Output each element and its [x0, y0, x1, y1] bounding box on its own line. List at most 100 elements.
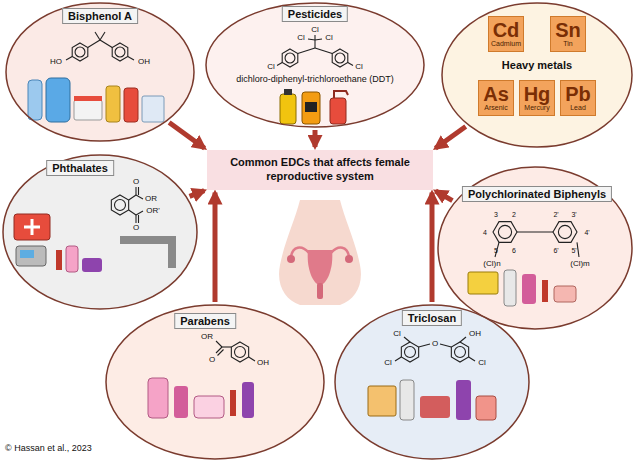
ellipse-fill — [6, 3, 194, 141]
atom-label: OR — [201, 333, 213, 341]
spray-bottle — [330, 98, 346, 124]
atom-label: HO — [50, 58, 62, 66]
benzene-ring — [401, 342, 418, 362]
bond-line — [404, 337, 410, 342]
spray-nozzle — [334, 91, 348, 98]
aromatic-circle — [115, 200, 126, 211]
bond-line — [249, 357, 255, 361]
aromatic-circle — [335, 53, 345, 63]
lipstick — [230, 390, 236, 416]
body-illustration — [279, 200, 361, 305]
element-tile: CdCadmium — [488, 16, 524, 52]
substituent-label: (Cl)m — [570, 260, 590, 268]
heading-label: Pesticides — [282, 6, 348, 22]
pill-pack — [368, 386, 396, 416]
bond-line — [128, 57, 134, 61]
title-text: Common EDCs that affects female reproduc… — [215, 156, 425, 184]
cosmetic-jar — [554, 286, 576, 302]
bond-line — [308, 39, 315, 40]
atom-label: Cl — [325, 34, 333, 42]
element-symbol: Sn — [551, 20, 585, 40]
position-number: 2' — [553, 211, 558, 218]
element-name: Tin — [551, 40, 585, 48]
atom-label: OH — [469, 330, 481, 338]
position-number: 5 — [494, 247, 498, 254]
heading-label: Heavy metals — [497, 58, 577, 72]
heading-label: Bisphenol A — [62, 8, 138, 24]
bottle — [124, 88, 138, 122]
arrow-connector — [213, 193, 218, 303]
perfume-bottle — [148, 378, 168, 418]
aromatic-circle — [455, 347, 466, 358]
pipe — [120, 240, 172, 268]
monitor-screen — [20, 250, 34, 258]
aromatic-circle — [558, 225, 571, 238]
ovary — [345, 255, 353, 263]
bond-line — [216, 341, 222, 347]
aromatic-circle — [235, 347, 246, 358]
cream-jar — [194, 396, 224, 418]
water-bottle — [28, 80, 42, 120]
ellipse-fill — [206, 3, 424, 127]
aromatic-circle — [285, 53, 295, 63]
element-name: Arsenic — [479, 104, 513, 112]
atom-label: Cl — [311, 26, 319, 34]
arrow-connector — [313, 130, 318, 147]
arrow-connector — [169, 122, 204, 148]
bond-line — [100, 40, 112, 48]
bond-line — [136, 211, 143, 215]
position-number: 5' — [571, 247, 576, 254]
bond-line — [298, 48, 315, 54]
bond-line — [135, 215, 136, 223]
element-name: Lead — [561, 104, 595, 112]
aromatic-circle — [498, 225, 511, 238]
position-number: 3 — [494, 211, 498, 218]
pesticide-bottle — [280, 94, 296, 124]
bond-line — [66, 57, 72, 61]
arrow-connector — [435, 126, 465, 148]
benzene-ring — [111, 195, 128, 215]
element-tile: SnTin — [550, 16, 586, 52]
bond-line — [138, 187, 139, 195]
element-symbol: As — [479, 84, 513, 104]
position-number: 2 — [512, 211, 516, 218]
atom-label: O — [432, 340, 438, 348]
element-name: Cadmium — [489, 40, 523, 48]
element-name: Mercury — [520, 104, 554, 112]
benzene-ring — [493, 222, 517, 243]
water-jug — [46, 78, 70, 122]
cosmetic-bottle — [456, 380, 471, 420]
element-tile: HgMercury — [519, 80, 555, 116]
ellipse-border — [438, 167, 632, 329]
atom-label: OR — [145, 195, 157, 203]
body-silhouette — [279, 200, 361, 305]
bond-line — [129, 195, 136, 200]
position-number: 4' — [584, 229, 589, 236]
bond-line — [135, 187, 136, 195]
position-number: 6 — [512, 247, 516, 254]
bond-line — [460, 337, 466, 342]
bond-line — [315, 39, 322, 40]
copyright-watermark: © Hassan et al., 2023 — [5, 444, 92, 453]
chemical-ellipse: Polychlorinated Biphenyls — [437, 166, 633, 330]
chemical-ellipse: Heavy metals CdCadmium SnTinAsArsenic HgMer… — [441, 2, 633, 148]
element-symbol: Hg — [520, 84, 554, 104]
bond-line — [100, 32, 105, 40]
bp-monitor — [16, 246, 46, 266]
ellipse-border — [3, 155, 197, 309]
atom-label: Cl — [355, 63, 363, 71]
bond-line — [469, 357, 475, 361]
fallopian-tube — [331, 248, 349, 256]
benzene-ring — [72, 43, 88, 61]
food-container — [74, 100, 102, 120]
ovary — [287, 255, 295, 263]
uterus — [308, 250, 333, 285]
tube — [504, 270, 516, 306]
tube — [400, 380, 414, 420]
ellipse-border — [6, 3, 194, 141]
chemical-ellipse: Phthalates — [2, 154, 198, 310]
element-symbol: Cd — [489, 20, 523, 40]
bond-line — [218, 350, 224, 356]
center-title-box: Common EDCs that affects female reproduc… — [207, 150, 433, 190]
